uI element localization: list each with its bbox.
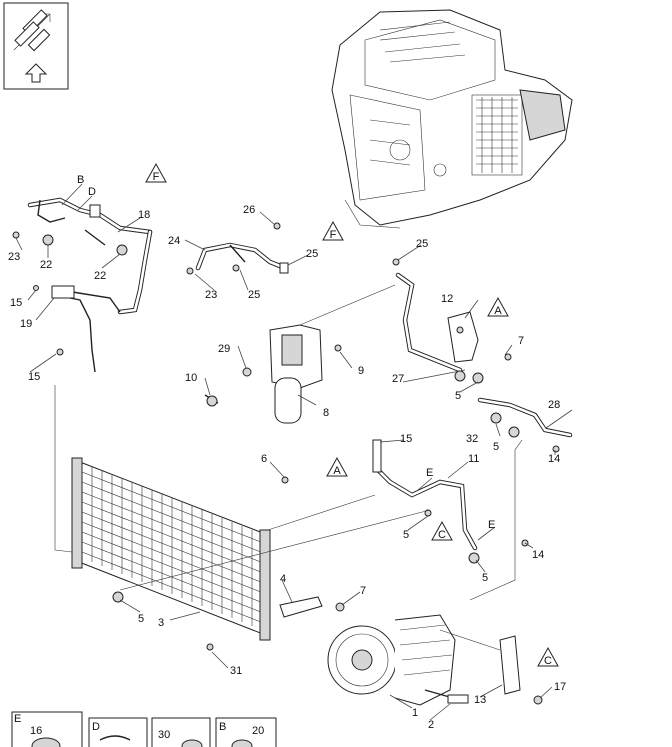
callout-14a: 14 xyxy=(548,453,560,465)
callout-7b: 7 xyxy=(360,585,366,597)
callout-29: 29 xyxy=(218,343,230,355)
detail-box-e16: E 16 xyxy=(11,711,83,747)
callout-23a: 23 xyxy=(8,251,20,263)
callout-12: 12 xyxy=(441,293,453,305)
callout-6: 6 xyxy=(261,453,267,465)
detail-box-b20: B 20 xyxy=(215,717,277,747)
callout-B: B xyxy=(77,174,84,186)
callout-E2: E xyxy=(488,519,495,531)
pipe-24 xyxy=(186,222,289,275)
pipe-11 xyxy=(372,439,529,564)
view-ref-F1: F xyxy=(145,162,167,183)
detail-box-d: D xyxy=(88,717,148,747)
diagonal-arrows-icon xyxy=(13,9,51,52)
callout-24: 24 xyxy=(168,235,180,247)
condenser-fins xyxy=(81,466,267,626)
view-ref-C1: C xyxy=(431,520,453,541)
svg-text:20: 20 xyxy=(252,725,264,737)
view-ref-A1: A xyxy=(487,296,509,317)
pipe-28 xyxy=(469,397,573,601)
callout-D: D xyxy=(88,186,96,198)
svg-text:A: A xyxy=(333,465,341,477)
svg-text:C: C xyxy=(438,529,446,541)
callout-31: 31 xyxy=(230,665,242,677)
view-ref-F2: F xyxy=(322,220,344,241)
callout-15a: 15 xyxy=(10,297,22,309)
callout-22a: 22 xyxy=(40,259,52,271)
leader-lines xyxy=(15,183,573,721)
callout-15b: 15 xyxy=(28,371,40,383)
callout-5d: 5 xyxy=(482,572,488,584)
bracket-13 xyxy=(499,635,543,705)
pipe-assembly-left xyxy=(12,197,153,373)
view-ref-A2: A xyxy=(326,456,348,477)
svg-text:30: 30 xyxy=(158,729,170,741)
callout-2: 2 xyxy=(428,719,434,731)
callout-5c: 5 xyxy=(403,529,409,541)
callout-27: 27 xyxy=(392,373,404,385)
callout-18: 18 xyxy=(138,209,150,221)
callout-5a: 5 xyxy=(455,390,461,402)
view-ref-C2: C xyxy=(537,646,559,667)
svg-text:F: F xyxy=(330,229,337,241)
callout-4: 4 xyxy=(280,573,286,585)
callout-14b: 14 xyxy=(532,549,544,561)
callout-23b: 23 xyxy=(205,289,217,301)
bracket-4 xyxy=(279,596,345,618)
arrow-up-icon xyxy=(24,63,48,83)
callout-32: 32 xyxy=(466,433,478,445)
callout-1: 1 xyxy=(412,707,418,719)
svg-text:A: A xyxy=(494,305,502,317)
part-callouts: B D 18 23 22 22 15 19 15 26 24 23 25 25 … xyxy=(8,174,566,731)
callout-5b: 5 xyxy=(493,441,499,453)
callout-26: 26 xyxy=(243,204,255,216)
svg-text:F: F xyxy=(153,171,160,183)
callout-3: 3 xyxy=(158,617,164,629)
compressor xyxy=(327,614,501,706)
callout-19: 19 xyxy=(20,318,32,330)
svg-text:16: 16 xyxy=(30,725,42,737)
condenser xyxy=(54,385,431,651)
callout-15c: 15 xyxy=(400,433,412,445)
callout-25a: 25 xyxy=(248,289,260,301)
callout-8: 8 xyxy=(323,407,329,419)
detail-box-30: 30 xyxy=(151,717,211,747)
callout-22b: 22 xyxy=(94,270,106,282)
svg-text:C: C xyxy=(544,655,552,667)
bracket-12 xyxy=(447,311,512,384)
callout-13: 13 xyxy=(474,694,486,706)
callout-5e: 5 xyxy=(138,613,144,625)
svg-text:B: B xyxy=(219,721,226,733)
callout-11: 11 xyxy=(468,453,479,465)
callout-E1: E xyxy=(426,467,433,479)
callout-7a: 7 xyxy=(518,335,524,347)
callout-17: 17 xyxy=(554,681,566,693)
callout-28: 28 xyxy=(548,399,560,411)
svg-text:D: D xyxy=(92,721,100,733)
callout-10: 10 xyxy=(185,372,197,384)
callout-25c: 25 xyxy=(416,238,428,250)
callout-25b: 25 xyxy=(306,248,318,260)
callout-9: 9 xyxy=(358,365,364,377)
orientation-box xyxy=(3,2,69,90)
hvac-module xyxy=(331,9,573,229)
receiver-dryer xyxy=(204,284,396,424)
svg-text:E: E xyxy=(14,713,21,725)
